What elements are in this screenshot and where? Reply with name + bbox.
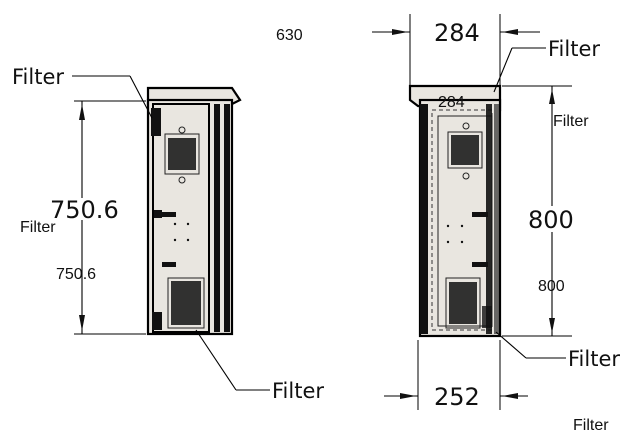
right-height-dimension bbox=[502, 85, 580, 337]
left-cabinet-view bbox=[146, 86, 242, 336]
right-lower-box-fill bbox=[449, 282, 477, 324]
right-side-panel bbox=[420, 104, 428, 334]
leader-lines bbox=[72, 47, 566, 391]
left-filter-top-label: Filter bbox=[12, 65, 64, 89]
right-filter-corner-label: Filter bbox=[573, 417, 609, 434]
right-bottom-width-label: 252 bbox=[434, 383, 480, 411]
right-height-label: 800 bbox=[528, 206, 574, 234]
right-upper-box-fill bbox=[451, 135, 479, 165]
left-filter-side-label: Filter bbox=[20, 219, 56, 236]
left-upper-box bbox=[164, 133, 200, 175]
left-lower-box-fill bbox=[171, 281, 201, 325]
right-height-small-label: 800 bbox=[538, 278, 565, 295]
right-filter-bottom-label: Filter bbox=[568, 347, 620, 371]
right-bottom-width-dimension bbox=[384, 340, 528, 410]
left-rail-2 bbox=[224, 104, 230, 332]
right-top-width-small-label: 284 bbox=[438, 94, 465, 111]
right-filter-side-label: Filter bbox=[553, 113, 589, 130]
right-filter-top-label: Filter bbox=[548, 37, 600, 61]
right-upper-box bbox=[447, 131, 483, 169]
left-filter-bottom-label: Filter bbox=[272, 379, 324, 403]
left-lower-box bbox=[167, 277, 205, 329]
left-height-dimension bbox=[60, 100, 146, 335]
left-height-label: 750.6 bbox=[50, 196, 119, 224]
left-door-frame bbox=[152, 103, 210, 333]
left-height-small-label: 750.6 bbox=[56, 266, 96, 283]
right-cabinet-view bbox=[408, 84, 502, 338]
right-lower-box bbox=[445, 277, 481, 329]
left-fan-top bbox=[151, 108, 161, 136]
right-top-width-label: 284 bbox=[434, 19, 480, 47]
overall-width-label: 630 bbox=[276, 27, 303, 44]
left-rail-1 bbox=[214, 104, 220, 332]
left-upper-box-fill bbox=[168, 138, 196, 170]
